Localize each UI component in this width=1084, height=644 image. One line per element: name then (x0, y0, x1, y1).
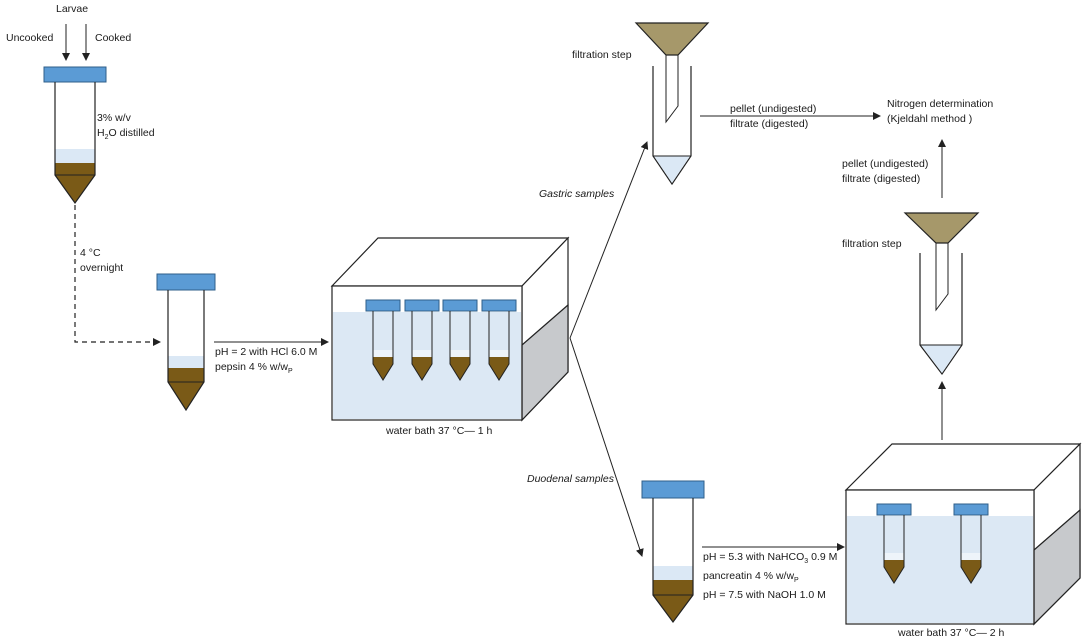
tube-sediment (55, 163, 95, 203)
tube-sediment (168, 368, 204, 410)
filtration-right-label: filtration step (842, 238, 902, 250)
tube-sediment (653, 580, 693, 622)
cooked-label: Cooked (95, 32, 132, 44)
right-outputs-label: pellet (undigested) filtrate (digested) (842, 157, 928, 187)
nitrogen-method: (Kjeldahl method ) (887, 113, 973, 125)
pellet-label: pellet (undigested) (730, 103, 817, 115)
bath-tube (481, 299, 517, 381)
duodenal-samples-label: Duodenal samples (527, 473, 614, 485)
bath-side-water (522, 305, 568, 420)
filtrate-liquid (921, 345, 961, 373)
water-bath-2-label: water bath 37 °C— 2 h (898, 627, 1005, 639)
bath-tube (442, 299, 478, 381)
gastric-prep-label: pH = 2 with HCl 6.0 M pepsin 4 % w/wP (215, 345, 317, 379)
filtration-right (903, 212, 980, 376)
filtration-top-label: filtration step (572, 49, 632, 61)
gastric-ph: pH = 2 with HCl 6.0 M (215, 346, 318, 358)
duodenal-enzyme: pancreatin 4 % w/wP (703, 570, 799, 585)
filtrate-label: filtrate (digested) (842, 173, 921, 185)
tube-gastric-prep (156, 273, 216, 412)
bath-tube (876, 503, 912, 584)
filter-funnel (903, 212, 980, 244)
gastric-samples-label: Gastric samples (539, 188, 615, 200)
bath-1-tubes (365, 299, 517, 381)
tube-liquid (653, 566, 693, 580)
arrow-overnight (74, 205, 161, 346)
filtrate-liquid (654, 156, 690, 183)
top-outputs-label: pellet (undigested) filtrate (digested) (730, 102, 816, 132)
tube-cap (641, 480, 705, 499)
nitrogen-label: Nitrogen determination (Kjeldahl method … (887, 97, 993, 127)
duodenal-prep-label: pH = 5.3 with NaHCO3 0.9 M pancreatin 4 … (703, 550, 837, 603)
bath-side-water (1034, 510, 1080, 624)
tube-cap (156, 273, 216, 291)
storage-label: 4 °C overnight (80, 246, 123, 276)
duodenal-ph-1: pH = 5.3 with NaHCO3 0.9 M (703, 551, 838, 566)
tube-initial (43, 66, 107, 205)
water-bath-1-label: water bath 37 °C— 1 h (386, 425, 493, 437)
mixture-solvent: H2O distilled (97, 127, 155, 142)
bath-water (847, 516, 1033, 623)
water-bath-2 (844, 442, 1082, 626)
storage-temperature: 4 °C (80, 247, 101, 259)
arrow-to-gastric (569, 141, 649, 339)
duodenal-ph-2: pH = 7.5 with NaOH 1.0 M (703, 589, 826, 602)
mixture-label: 3% w/v H2O distilled (97, 111, 155, 145)
bath-2-tubes (876, 503, 989, 584)
arrow-to-duodenal (569, 337, 644, 557)
tube-cap (43, 66, 107, 83)
uncooked-label: Uncooked (6, 32, 54, 44)
tube-liquid (168, 356, 204, 368)
pellet-label: pellet (undigested) (842, 158, 929, 170)
filtrate-label: filtrate (digested) (730, 118, 809, 130)
filtration-top (634, 22, 710, 186)
larvae-label: Larvae (56, 3, 89, 15)
tube-liquid (55, 149, 95, 163)
bath-tube (365, 299, 401, 381)
nitrogen-title: Nitrogen determination (887, 98, 994, 110)
mixture-concentration: 3% w/v (97, 112, 131, 124)
storage-duration: overnight (80, 262, 124, 274)
gastric-enzyme: pepsin 4 % w/wP (215, 361, 293, 376)
bath-tube (404, 299, 440, 381)
filter-funnel (634, 22, 710, 56)
bath-tube (953, 503, 989, 584)
tube-duodenal (641, 480, 705, 624)
